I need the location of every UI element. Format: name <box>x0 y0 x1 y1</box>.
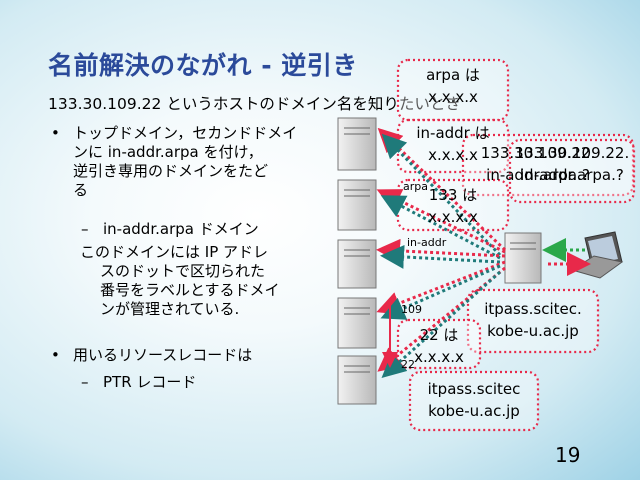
callout-line: x.x.x.x <box>428 88 478 106</box>
callout-line: in-addr は <box>416 124 490 142</box>
label-in-addr: in-addr <box>407 236 447 249</box>
dash: – <box>81 220 89 238</box>
note-line: スのドットで区切られた <box>100 262 266 280</box>
callout-query-a <box>461 133 635 197</box>
callout-inaddr <box>396 118 510 174</box>
callout-query-b-text: 133.30.109.22. in-addr.arpa.? <box>510 142 634 186</box>
slide-title: 名前解決のながれ - 逆引き <box>48 51 358 80</box>
note-line: ンが管理されている. <box>100 300 240 318</box>
note-line: このドメインには IP アドレ <box>80 243 269 261</box>
callout-answer-b-text: itpass.scitec kobe-u.ac.jp <box>412 378 536 422</box>
sub-bullet-ptr: – PTR レコード <box>81 373 197 392</box>
callout-query-b <box>508 138 636 204</box>
bullet-2-text: 用いるリソースレコードは <box>73 346 253 364</box>
label-109: 109 <box>401 303 422 316</box>
sub-bullet-text: PTR レコード <box>103 373 197 391</box>
callout-line: in-addr.arpa.? <box>486 166 590 184</box>
callout-answer-a-text: itpass.scitec. kobe-u.ac.jp <box>470 298 596 342</box>
label-22: 22 <box>401 358 415 371</box>
note-block: このドメインには IP アドレ スのドットで区切られた 番号をラベルとするドメイ… <box>80 243 320 319</box>
bullet-2: • 用いるリソースレコードは <box>51 346 253 365</box>
callout-line: in-addr.arpa.? <box>520 166 624 184</box>
callout-line: 22 は <box>419 326 459 344</box>
callout-line: 133.30.109.22. <box>480 144 596 162</box>
callout-line: 133.30.109.22. <box>514 144 630 162</box>
bullet-1-line: 逆引き専用のドメインをたど <box>73 162 269 180</box>
bullet-1-line: る <box>73 181 89 199</box>
callout-line: x.x.x.x <box>428 146 478 164</box>
callout-answer-b <box>408 370 540 432</box>
server-icon <box>337 297 377 349</box>
page-number: 19 <box>555 443 581 467</box>
callout-arpa-text: arpa は x.x.x.x <box>400 64 506 108</box>
sub-bullet-text: in-addr.arpa ドメイン <box>103 220 259 238</box>
bullet-1-line: トップドメイン，セカンドドメイ <box>73 124 298 142</box>
callout-line: kobe-u.ac.jp <box>487 322 579 340</box>
laptop-icon <box>570 231 624 279</box>
callout-line: itpass.scitec. <box>484 300 582 318</box>
server-icon <box>337 239 377 289</box>
bullet-1: • トップドメイン，セカンドドメイ ンに in-addr.arpa を付け， 逆… <box>51 124 323 200</box>
callout-answer-a <box>466 288 600 354</box>
label-arpa: arpa <box>403 180 428 193</box>
callout-inaddr-text: in-addr は x.x.x.x <box>400 122 506 166</box>
callout-line: x.x.x.x <box>428 208 478 226</box>
note-line: 番号をラベルとするドメイ <box>100 281 280 299</box>
sub-bullet-inaddr: – in-addr.arpa ドメイン <box>81 220 259 239</box>
callout-line: arpa は <box>426 66 480 84</box>
server-icon <box>504 232 542 284</box>
bullet-dot: • <box>51 346 60 364</box>
dash: – <box>81 373 89 391</box>
server-icon <box>337 355 377 405</box>
server-icon <box>337 117 377 171</box>
callout-line: kobe-u.ac.jp <box>428 402 520 420</box>
callout-line: itpass.scitec <box>427 380 521 398</box>
callout-line: 133 は <box>428 186 478 204</box>
server-icon <box>337 179 377 231</box>
callout-query-a-text: 133.30.109.22. in-addr.arpa.? <box>463 142 613 186</box>
bullet-dot: • <box>51 124 60 142</box>
slide-subtitle: 133.30.109.22 というホストのドメイン名を知りたいとき <box>48 95 461 113</box>
bullet-1-line: ンに in-addr.arpa を付け， <box>73 143 263 161</box>
callout-22-text: 22 は x.x.x.x <box>400 324 478 368</box>
callout-line: x.x.x.x <box>414 348 464 366</box>
callout-133-text: 133 は x.x.x.x <box>400 184 506 228</box>
